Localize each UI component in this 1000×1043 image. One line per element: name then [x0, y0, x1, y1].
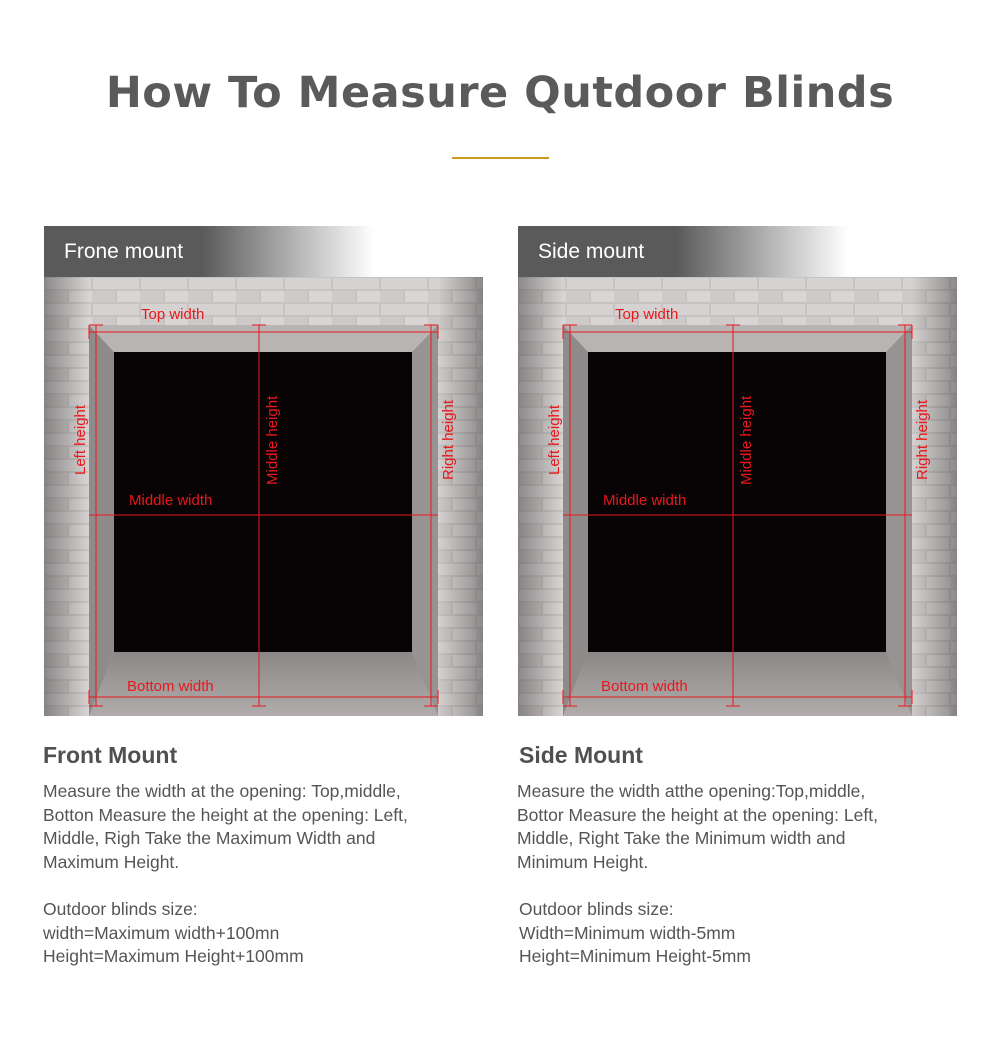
- side-mount-panel: Side mount: [518, 226, 958, 716]
- side-mount-description: Measure the width atthe opening:Top,midd…: [517, 780, 937, 874]
- bottom-width-label: Bottom width: [127, 678, 214, 695]
- bottom-width-label: Bottom width: [601, 678, 688, 695]
- description-line: Maximum Height.: [43, 851, 180, 872]
- page-title: How To Measure Qutdoor Blinds: [105, 68, 895, 118]
- size-line: Outdoor blinds size:: [519, 899, 674, 919]
- description-line: Bottor Measure the height at the opening…: [517, 804, 878, 825]
- front-mount-panel: Frone mount: [44, 226, 484, 716]
- title-divider: [452, 157, 549, 159]
- front-mount-tab: Frone mount: [44, 226, 374, 277]
- left-height-label: Left height: [72, 404, 89, 475]
- right-height-label: Right height: [440, 399, 457, 480]
- middle-height-label: Middle height: [264, 395, 281, 485]
- middle-width-label: Middle width: [129, 492, 212, 509]
- opening: [114, 352, 412, 652]
- measurement-lines: [562, 324, 913, 707]
- opening: [588, 352, 886, 652]
- side-mount-diagram: Top width Middle width Bottom width Left…: [518, 277, 957, 716]
- size-line: Outdoor blinds size:: [43, 899, 198, 919]
- front-mount-heading: Front Mount: [43, 742, 178, 768]
- front-mount-size-formula: Outdoor blinds size: width=Maximum width…: [43, 898, 463, 969]
- side-mount-tab: Side mount: [518, 226, 848, 277]
- size-line: Width=Minimum width-5mm: [519, 922, 736, 943]
- top-width-label: Top width: [615, 306, 678, 323]
- side-mount-size-formula: Outdoor blinds size: Width=Minimum width…: [519, 898, 939, 969]
- size-line: width=Maximum width+100mn: [43, 922, 280, 943]
- middle-width-label: Middle width: [603, 492, 686, 509]
- measurement-lines: [88, 324, 439, 707]
- description-line: Middle, Righ Take the Maximum Width and: [43, 828, 376, 848]
- front-mount-diagram: Top width Middle width Bottom width Left…: [44, 277, 483, 716]
- middle-height-label: Middle height: [738, 395, 755, 485]
- side-mount-heading: Side Mount: [519, 742, 643, 768]
- top-width-label: Top width: [141, 306, 204, 323]
- description-line: Measure the width atthe opening:Top,midd…: [517, 781, 866, 801]
- size-line: Height=Minimum Height-5mm: [519, 946, 751, 966]
- size-line: Height=Maximum Height+100mm: [43, 946, 304, 966]
- front-mount-description: Measure the width at the opening: Top,mi…: [43, 780, 463, 874]
- description-line: Botton Measure the height at the opening…: [43, 804, 408, 825]
- description-line: Minimum Height.: [517, 851, 649, 872]
- right-height-label: Right height: [914, 399, 931, 480]
- description-line: Measure the width at the opening: Top,mi…: [43, 781, 401, 801]
- left-height-label: Left height: [546, 404, 563, 475]
- description-line: Middle, Right Take the Minimum width and: [517, 828, 846, 848]
